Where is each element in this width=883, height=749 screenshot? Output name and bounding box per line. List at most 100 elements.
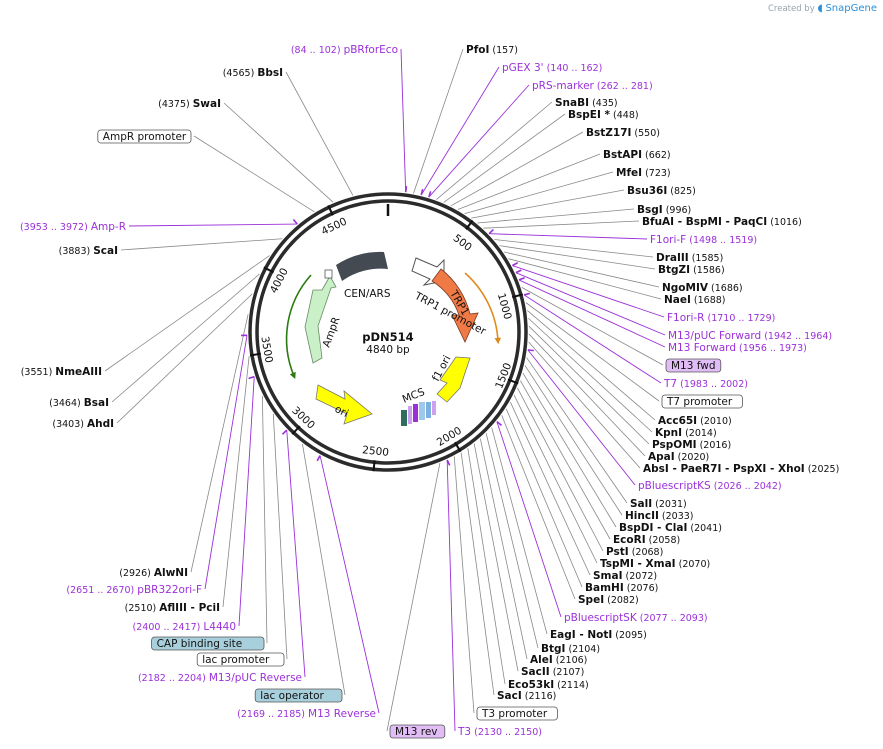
label-psti[interactable]: PstI (2068) <box>606 546 663 558</box>
label-bsgi[interactable]: BsgI (996) <box>637 204 691 216</box>
label-bfuai-bspmi-paqci[interactable]: BfuAI - BspMI - PaqCI (1016) <box>642 216 802 228</box>
credit-brand: SnapGene <box>825 3 877 14</box>
label-btgzi[interactable]: BtgZI (1586) <box>658 264 725 276</box>
label-t3-promoter[interactable]: T3 promoter <box>476 706 558 721</box>
label-bbsi[interactable]: (4565) BbsI <box>223 67 283 79</box>
label-cap-binding-site[interactable]: CAP binding site <box>151 636 265 651</box>
label-pbluescriptks[interactable]: pBluescriptKS (2026 .. 2042) <box>638 480 782 492</box>
svg-text:PspOMI (2016): PspOMI (2016) <box>652 439 731 451</box>
label-pbluescriptsk[interactable]: pBluescriptSK (2077 .. 2093) <box>564 612 708 624</box>
tick-4500 <box>327 204 334 216</box>
features <box>285 251 502 426</box>
label-m13-forward[interactable]: M13 Forward (1956 .. 1973) <box>668 342 807 354</box>
label-t3[interactable]: T3 (2130 .. 2150) <box>457 726 542 738</box>
label-sacii[interactable]: SacII (2107) <box>521 666 584 678</box>
label-bspei[interactable]: BspEI * (448) <box>568 109 639 121</box>
label-m13-fwd[interactable]: M13 fwd <box>665 358 722 373</box>
label-mfei[interactable]: MfeI (723) <box>616 167 671 179</box>
label-pgex-3[interactable]: pGEX 3' (140 .. 162) <box>502 62 602 74</box>
label-t7[interactable]: T7 (1983 .. 2002) <box>663 378 748 390</box>
label-amp-r[interactable]: (3953 .. 3972) Amp-R <box>20 221 126 233</box>
label-sali[interactable]: SalI (2031) <box>630 498 687 510</box>
svg-text:pBluescriptSK (2077 .. 2093): pBluescriptSK (2077 .. 2093) <box>564 612 708 624</box>
label-acc65i[interactable]: Acc65I (2010) <box>658 415 732 427</box>
label-lac-operator[interactable]: lac operator <box>254 688 343 703</box>
svg-text:NgoMIV (1686): NgoMIV (1686) <box>662 282 743 294</box>
label-swai[interactable]: (4375) SwaI <box>158 98 221 110</box>
label-t7-promoter[interactable]: T7 promoter <box>661 394 743 409</box>
label-kpni[interactable]: KpnI (2014) <box>655 427 717 439</box>
label-l4440[interactable]: (2400 .. 2417) L4440 <box>133 621 236 633</box>
label-m13-rev[interactable]: M13 rev <box>389 724 446 739</box>
label-nmeaiii[interactable]: (3551) NmeAIII <box>21 366 102 378</box>
label-apai[interactable]: ApaI (2020) <box>648 451 709 463</box>
ampr-label: AmpR <box>321 315 343 349</box>
svg-text:pGEX 3' (140 .. 162): pGEX 3' (140 .. 162) <box>502 62 602 74</box>
ori-label: ori <box>333 403 351 420</box>
label-bstz17i[interactable]: BstZ17I (550) <box>586 127 660 139</box>
svg-text:SpeI (2082): SpeI (2082) <box>578 594 639 606</box>
label-bstapi[interactable]: BstAPI (662) <box>603 149 671 161</box>
cen-ars-feature[interactable] <box>336 251 388 281</box>
label-naei[interactable]: NaeI (1688) <box>664 294 726 306</box>
label-snabi[interactable]: SnaBI (435) <box>555 97 618 109</box>
label-f1ori-f[interactable]: F1ori-F (1498 .. 1519) <box>650 234 757 246</box>
label-scai[interactable]: (3883) ScaI <box>59 245 118 257</box>
svg-text:lac promoter: lac promoter <box>202 654 270 666</box>
label-pbrforeco[interactable]: (84 .. 102) pBRforEco <box>291 44 398 56</box>
label-ecori[interactable]: EcoRI (2058) <box>613 534 680 546</box>
label-lac-promoter[interactable]: lac promoter <box>196 652 285 667</box>
label-bamhi[interactable]: BamHI (2076) <box>585 582 658 594</box>
f1-ori-feature[interactable] <box>436 356 471 403</box>
svg-text:AmpR promoter: AmpR promoter <box>103 131 187 143</box>
label-saci[interactable]: SacI (2116) <box>497 690 556 702</box>
svg-text:M13 rev: M13 rev <box>395 726 438 738</box>
svg-text:(2400 .. 2417) L4440: (2400 .. 2417) L4440 <box>133 621 236 633</box>
svg-text:EcoRI (2058): EcoRI (2058) <box>613 534 680 546</box>
label-btgi[interactable]: BtgI (2104) <box>541 643 600 655</box>
label-m13-puc-forward[interactable]: M13/pUC Forward (1942 .. 1964) <box>668 330 832 342</box>
label-bsai[interactable]: (3464) BsaI <box>49 397 109 409</box>
label-smai[interactable]: SmaI (2072) <box>593 570 657 582</box>
ampr-feature[interactable] <box>304 275 337 364</box>
ampr-promoter-feature[interactable] <box>324 269 333 279</box>
svg-text:(2510) AflIII - PciI: (2510) AflIII - PciI <box>125 602 220 614</box>
label-prs-marker[interactable]: pRS-marker (262 .. 281) <box>532 80 653 92</box>
ori-feature[interactable] <box>315 384 373 425</box>
label-alei[interactable]: AleI (2106) <box>530 654 587 666</box>
label-eagi-noti[interactable]: EagI - NotI (2095) <box>550 629 647 641</box>
svg-text:T7 promoter: T7 promoter <box>666 396 733 408</box>
label-draiii[interactable]: DraIII (1585) <box>656 252 723 264</box>
svg-text:ApaI (2020): ApaI (2020) <box>648 451 709 463</box>
label-pfoi[interactable]: PfoI (157) <box>466 44 518 56</box>
label-spei[interactable]: SpeI (2082) <box>578 594 639 606</box>
svg-text:(2651 .. 2670) pBR322ori-F: (2651 .. 2670) pBR322ori-F <box>66 584 202 596</box>
label-tspmi-xmai[interactable]: TspMI - XmaI (2070) <box>600 558 710 570</box>
label-m13-reverse[interactable]: (2169 .. 2185) M13 Reverse <box>237 708 376 720</box>
svg-text:AbsI - PaeR7I - PspXI - Xho: AbsI - PaeR7I - PspXI - XhoI (2025) <box>643 463 839 475</box>
svg-text:KpnI (2014): KpnI (2014) <box>655 427 717 439</box>
svg-text:BamHI (2076): BamHI (2076) <box>585 582 658 594</box>
label-afliii-pcii[interactable]: (2510) AflIII - PciI <box>125 602 220 614</box>
tick-1000 <box>511 293 524 299</box>
label-pspomi[interactable]: PspOMI (2016) <box>652 439 731 451</box>
label-hincii[interactable]: HincII (2033) <box>625 510 694 522</box>
label-absi-paer7i-pspxi-xhoi[interactable]: AbsI - PaeR7I - PspXI - XhoI (2025) <box>643 463 839 475</box>
svg-text:HincII (2033): HincII (2033) <box>625 510 694 522</box>
label-ampr-promoter[interactable]: AmpR promoter <box>97 129 192 144</box>
label-ahdi[interactable]: (3403) AhdI <box>52 418 114 430</box>
trp1-feature[interactable] <box>431 268 479 343</box>
tick-label-3500: 3500 <box>258 335 274 363</box>
mcs-feature[interactable] <box>401 401 436 426</box>
label-eco53ki[interactable]: Eco53kI (2114) <box>508 679 589 691</box>
label-bsu36i[interactable]: Bsu36I (825) <box>627 185 696 197</box>
svg-text:MfeI (723): MfeI (723) <box>616 167 671 179</box>
tick-label-3000: 3000 <box>289 405 317 432</box>
label-f1ori-r[interactable]: F1ori-R (1710 .. 1729) <box>667 312 775 324</box>
label-bspdi-clai[interactable]: BspDI - ClaI (2041) <box>619 522 722 534</box>
label-ngomiv[interactable]: NgoMIV (1686) <box>662 282 743 294</box>
label-pbr322ori-f[interactable]: (2651 .. 2670) pBR322ori-F <box>66 584 202 596</box>
svg-text:Bsu36I (825): Bsu36I (825) <box>627 185 696 197</box>
label-alwni[interactable]: (2926) AlwNI <box>119 567 188 579</box>
label-m13-puc-reverse[interactable]: (2182 .. 2204) M13/pUC Reverse <box>138 672 302 684</box>
